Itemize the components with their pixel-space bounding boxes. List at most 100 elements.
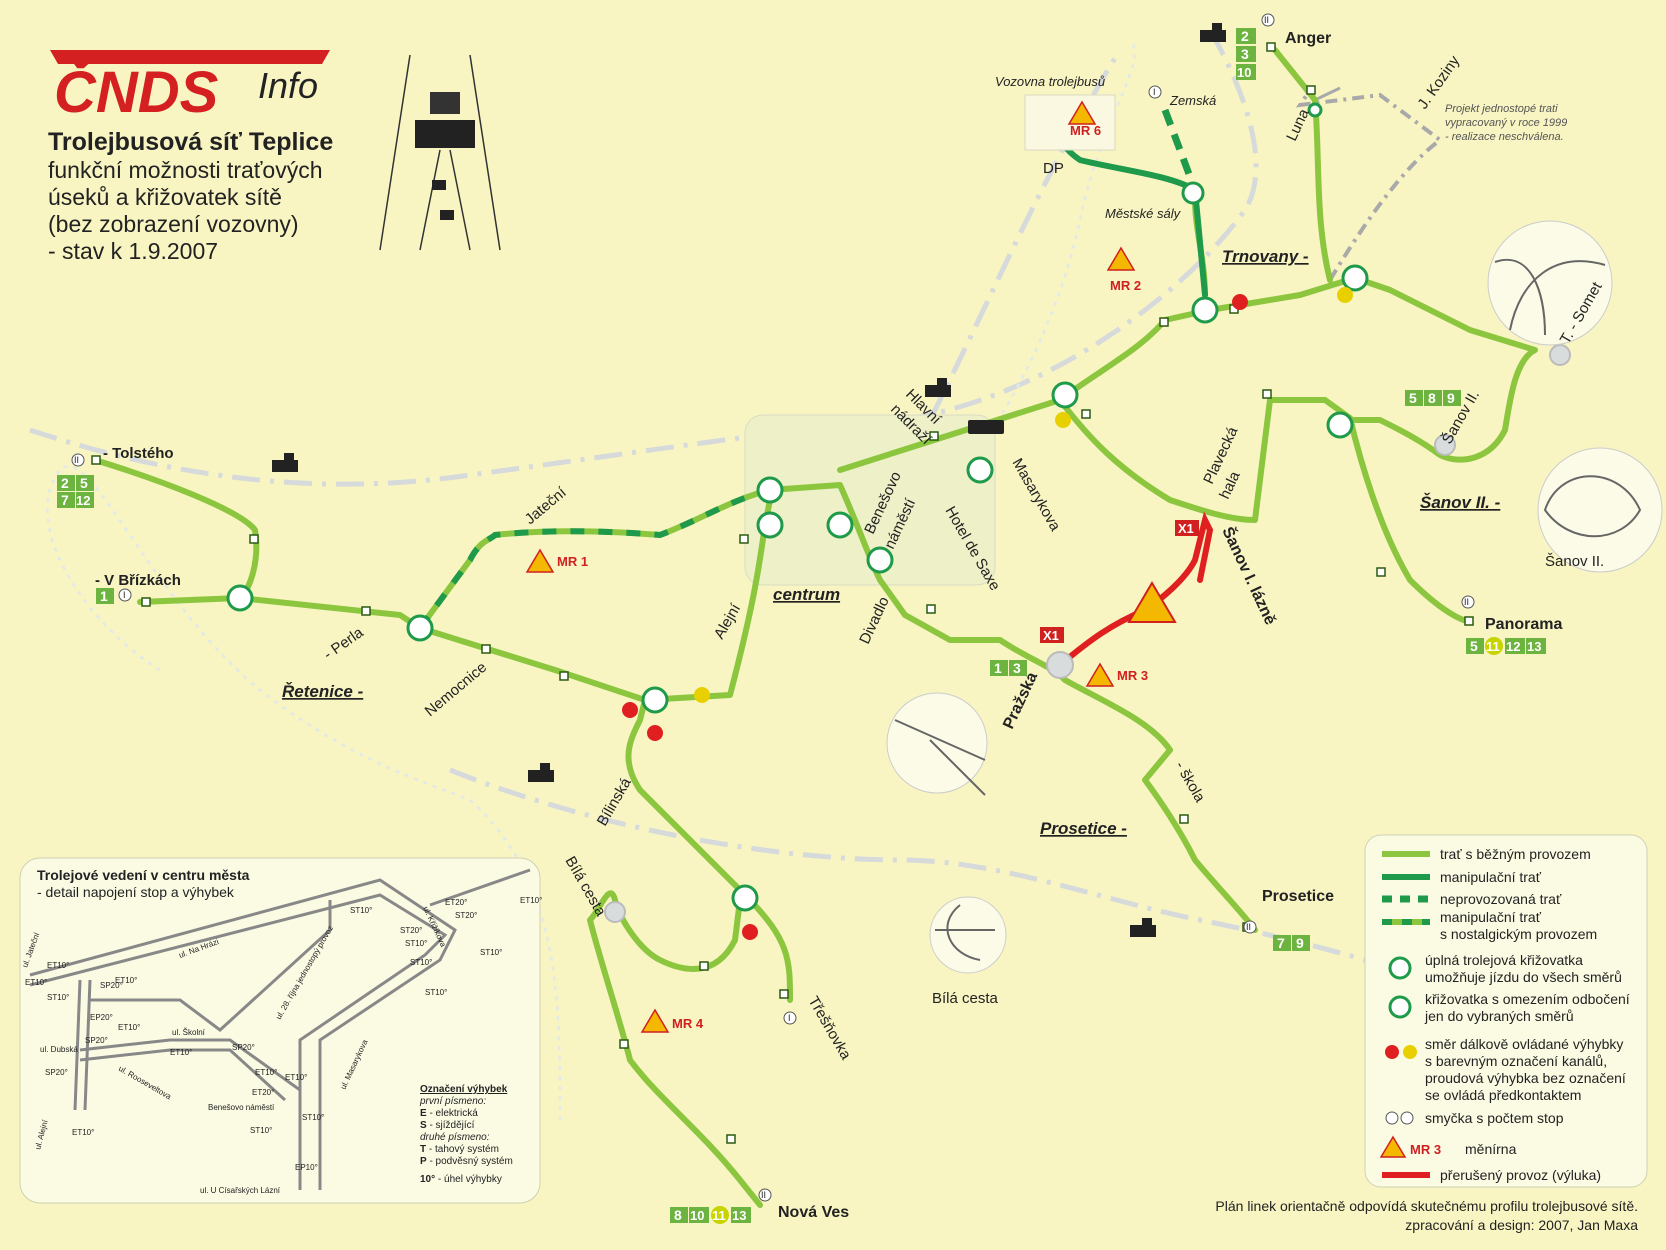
inset-sw-10: ST20° [455, 911, 477, 920]
line-badges: 2 5 7 12 1 2 3 10 5 8 9 5 11 12 13 1 3 7… [57, 28, 1546, 1224]
legend-item-12: se ovládá předkontaktem [1425, 1087, 1581, 1103]
loop-nova-ves: II [761, 1190, 766, 1200]
badge-nova-ves-1: 10 [690, 1208, 704, 1223]
legend-item-3: manipulační trať [1440, 909, 1542, 925]
map-title: Trolejbusová síť Teplice [48, 128, 334, 156]
inset-sw-11: ST20° [400, 926, 422, 935]
badge-tolsteho-3: 12 [76, 493, 90, 508]
inset-legend-deg-text: - úhel výhybky [435, 1174, 502, 1185]
inset-sw-22: ST10° [250, 1126, 272, 1135]
area-centrum: centrum [773, 585, 840, 604]
sanov-detail-caption: Šanov II. [1545, 553, 1604, 570]
nostalgic-line-dash [417, 487, 771, 630]
stop-perla: - Perla [321, 624, 367, 664]
badge-tolsteho-0: 2 [61, 475, 69, 491]
badge-panorama-1: 11 [1486, 639, 1500, 654]
inset-street-9: ul. U Císařských Lázní [200, 1186, 281, 1195]
stop-markers [91, 42, 1474, 1144]
inset-legend-e: E [420, 1108, 427, 1119]
stop-alejni: Alejní [711, 600, 745, 642]
bila-cesta-detail-caption: Bílá cesta [932, 990, 999, 1007]
inset-sw-20: ET10° [285, 1073, 307, 1082]
loop-v-brizkach: I [123, 590, 126, 600]
inset-switch-labels: ET10° ET10° ET10° ET20° ET10° ST10° ST10… [25, 896, 542, 1172]
svg-text:T - tahový systém: T - tahový systém [420, 1144, 499, 1155]
x1-label-2: X1 [1178, 521, 1194, 536]
inset-sw-14: ST10° [480, 948, 502, 957]
badge-nova-ves-2: 11 [712, 1208, 726, 1223]
stop-nemocnice: Nemocnice [422, 659, 490, 720]
area-trnovany: Trnovany - [1222, 247, 1309, 266]
project-note-3: - realizace neschválena. [1445, 131, 1564, 143]
inset-sw-24: ET20° [252, 1088, 274, 1097]
badge-nova-ves-3: 13 [732, 1208, 746, 1223]
inset-panel: Trolejové vedení v centru města - detail… [19, 857, 542, 1204]
legend-item-4: s nostalgickým provozem [1440, 926, 1597, 942]
subtitle-line-2: úseků a křižovatek sítě [48, 184, 282, 210]
inset-legend-title: Označení výhybek [420, 1084, 508, 1095]
badge-prazska-1: 3 [1013, 660, 1021, 676]
badge-anger-2: 10 [1237, 65, 1251, 80]
project-note-1: Projekt jednostopé trati [1445, 103, 1558, 115]
inset-sw-23: EP10° [295, 1163, 318, 1172]
inset-legend-first: první písmeno: [419, 1096, 486, 1107]
subtitle-line-4: - stav k 1.9.2007 [48, 238, 219, 264]
loop-zemska: I [1153, 87, 1156, 97]
mr1-label: MR 1 [557, 554, 588, 569]
stop-bila-cesta: Bílá cesta [562, 854, 610, 920]
stop-sanov1-lazne: Šanov I. lázně [1218, 524, 1280, 628]
inset-sw-25: SP20° [45, 1068, 68, 1077]
stop-dp: DP [1043, 160, 1064, 177]
inset-sw-1: ET10° [47, 961, 69, 970]
inset-street-10: Benešovo náměstí [208, 1103, 275, 1112]
mr2-label: MR 2 [1110, 278, 1141, 293]
substation-markers: MR 1 MR 2 MR 3 MR 4 MR 6 [525, 100, 1148, 1033]
legend-panel: MR 3 trať s běžným provozem manipulační … [1364, 834, 1648, 1188]
stop-zemska: Zemská [1169, 93, 1216, 108]
legend-item-0: trať s běžným provozem [1440, 846, 1591, 862]
inset-sw-26: ET10° [72, 1128, 94, 1137]
badge-tolsteho-2: 7 [61, 492, 69, 508]
badge-tolsteho-1: 5 [80, 475, 88, 491]
inset-sw-0: ET10° [115, 976, 137, 985]
bus-icon [968, 420, 1004, 434]
stop-masarykova: Masarykova [1009, 456, 1064, 535]
inset-legend-t-text: - tahový systém [426, 1144, 499, 1155]
badge-nova-ves-0: 8 [674, 1207, 682, 1223]
inset-legend: Označení výhybek první písmeno: E - elek… [419, 1084, 513, 1185]
inset-street-4: ul. Školní [172, 1028, 206, 1037]
inset-subtitle: - detail napojení stop a výhybek [37, 884, 235, 900]
project-line [1295, 88, 1444, 282]
legend-item-15: přerušený provoz (výluka) [1440, 1167, 1601, 1183]
badge-sanov2-0: 5 [1409, 390, 1417, 406]
legend-item-11: proudová výhybka bez označení [1425, 1070, 1626, 1086]
inset-sw-8: EP20° [90, 1013, 113, 1022]
stop-v-brizkach: - V Břízkách [95, 572, 181, 589]
loop-marks: II I II I II II I II [71, 13, 1475, 1202]
map-header: Trolejbusová síť Teplice funkční možnost… [48, 128, 333, 265]
badge-panorama-2: 12 [1506, 639, 1520, 654]
trolleybus-pole-icon [379, 54, 501, 251]
project-note-2: vypracovaný v roce 1999 [1445, 117, 1567, 129]
area-sanov2: Šanov II. - [1420, 493, 1501, 512]
inset-sw-6: ST10° [47, 993, 69, 1002]
inset-sw-16: SP20° [232, 1043, 255, 1052]
unused-line [1161, 108, 1199, 192]
inset-sw-17: ET10° [118, 1023, 140, 1032]
inset-legend-deg: 10° [420, 1174, 435, 1185]
inset-sw-7: SP20° [100, 981, 123, 990]
loop-prosetice: II [1246, 922, 1251, 932]
inset-sw-21: ST10° [302, 1113, 324, 1122]
legend-item-7: křižovatka s omezením odbočení [1425, 991, 1630, 1007]
inset-legend-p-text: - podvěsný systém [427, 1156, 513, 1167]
svg-text:10° - úhel výhybky: 10° - úhel výhybky [420, 1174, 502, 1185]
inset-sw-2: ET10° [25, 978, 47, 987]
inset-title: Trolejové vedení v centru města [37, 867, 250, 883]
loop-anger: II [1264, 15, 1269, 25]
cnds-logo: ČNDS Info [40, 42, 340, 127]
area-retenice: Řetenice - [282, 682, 364, 701]
project-arrow [1314, 86, 1341, 102]
legend-item-8: jen do vybraných směrů [1424, 1008, 1574, 1024]
loop-tolsteho: II [74, 455, 79, 465]
